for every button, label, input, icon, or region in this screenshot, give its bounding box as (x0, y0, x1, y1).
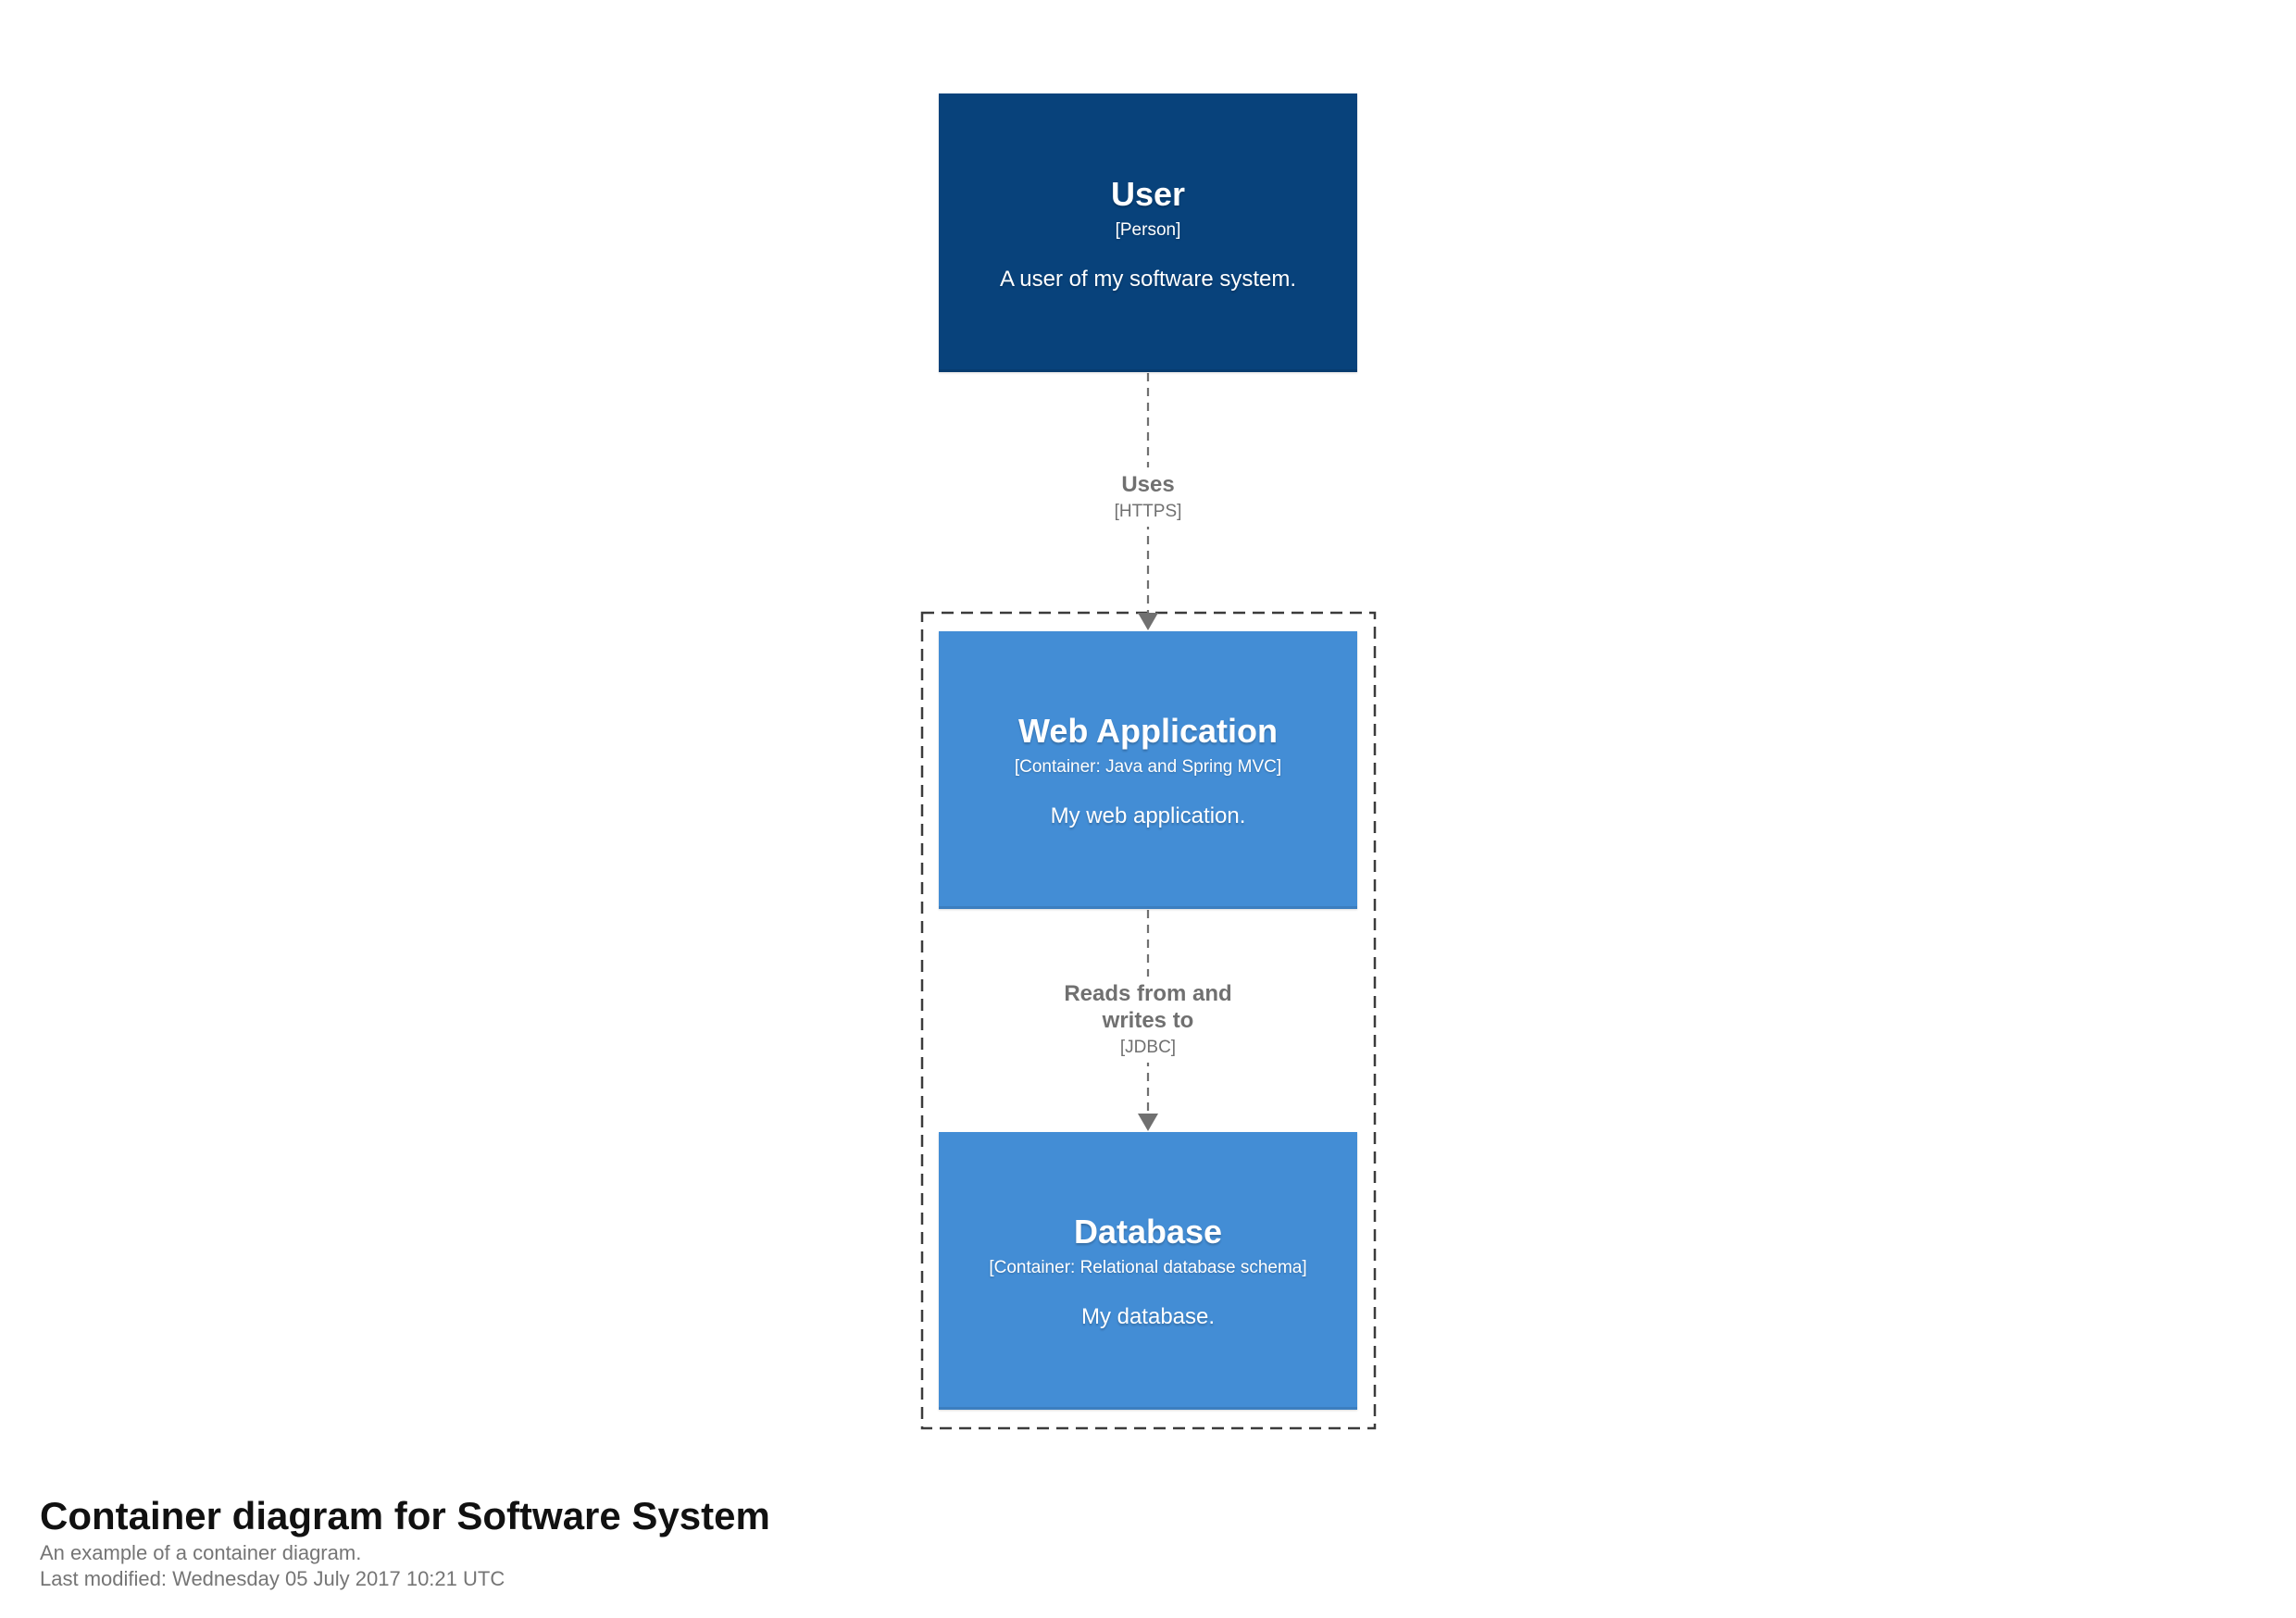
relationship-technology: [HTTPS] (1114, 502, 1182, 521)
element-name: Database (1073, 1213, 1223, 1251)
person-box-user[interactable]: User [Person] A user of my software syst… (939, 93, 1357, 372)
arrowhead-down-icon (1138, 613, 1158, 630)
element-description: My web application. (1050, 803, 1246, 828)
diagram-title: Container diagram for Software System (40, 1494, 770, 1537)
software-system-boundary (920, 611, 1377, 1430)
element-name: User (1110, 174, 1186, 213)
container-box-web-application[interactable]: Web Application [Container: Java and Spr… (939, 631, 1357, 909)
element-meta: [Container: Relational database schema] (989, 1258, 1307, 1277)
relationship-label-uses: Uses [HTTPS] (1104, 467, 1192, 527)
diagram-last-modified: Last modified: Wednesday 05 July 2017 10… (40, 1567, 505, 1590)
element-name: Web Application (1017, 712, 1278, 750)
arrowhead-down-icon (1138, 1114, 1158, 1131)
relationship-technology: [JDBC] (1119, 1038, 1177, 1057)
relationship-name: Reads from and writes to (1064, 981, 1232, 1033)
diagram-footer: Container diagram for Software System An… (40, 1492, 770, 1592)
diagram-subtitle: An example of a container diagram. (40, 1541, 362, 1564)
element-meta: [Container: Java and Spring MVC] (1014, 757, 1282, 777)
container-box-database[interactable]: Database [Container: Relational database… (939, 1132, 1357, 1410)
relationship-label-reads-writes: Reads from and writes to [JDBC] (1046, 977, 1250, 1063)
element-description: A user of my software system. (999, 266, 1297, 292)
relationship-name: Uses (1121, 472, 1175, 497)
element-meta: [Person] (1115, 219, 1181, 240)
element-description: My database. (1080, 1304, 1216, 1329)
